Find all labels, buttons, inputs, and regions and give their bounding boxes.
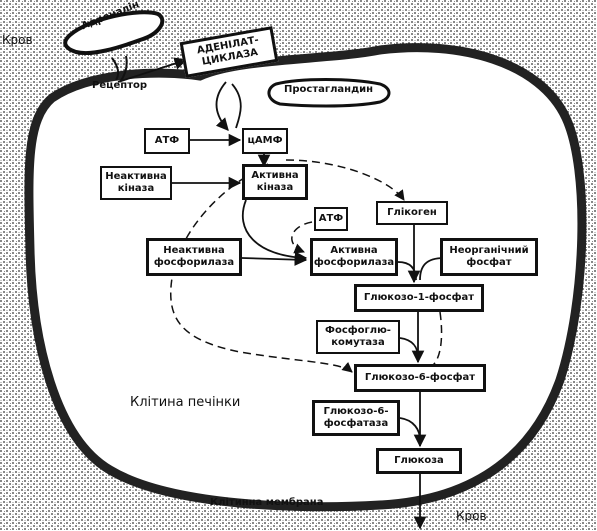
membrane-label: Клітинна мембрана [210,497,324,508]
adrenaline-molecule [63,10,165,56]
active-phosphorylase-box: Активна фосфорилаза [310,238,398,276]
dashed-kinase-loop [170,163,353,373]
pathway-arrows [117,57,445,530]
receptor-label: Рецептор [92,80,148,91]
arrow-kinase-to-phosphorylase [241,199,308,264]
glucose-box: Глюкоза [376,448,462,474]
glycogen-box: Глікоген [376,201,448,225]
inactive-kinase-box: Неактивна кіназа [100,166,172,200]
camp-box: цАМФ [242,128,288,154]
cell-membrane-outer [24,43,587,512]
dashed-atp-to-phosphorylase [291,221,313,254]
line-cyclase-loop [231,83,242,129]
inactive-phosphorylase-box: Неактивна фосфорилаза [146,238,242,276]
atp-box-2: АТФ [314,207,348,231]
glucose-6-phosphate-box: Глюкозо-6-фосфат [354,364,486,392]
prostaglandin-blob [267,78,391,108]
glucose-1-phosphate-box: Глюкозо-1-фосфат [354,284,484,312]
cell-label: Клітина печінки [130,395,241,410]
glucose-6-phosphatase-box: Глюкозо-6- фосфатаза [312,400,400,436]
inorganic-phosphate-box: Неорганічний фосфат [440,238,538,276]
active-kinase-box: Активна кіназа [242,164,308,200]
line-mutase-join [399,337,419,359]
line-phosphate-join [419,257,445,281]
line-phosphorylase-join [397,261,417,281]
blood-label-top: Кров [2,33,33,47]
arrow-cyclase-to-camp [215,81,229,131]
arrow-inactive-to-active-phosphorylase [241,253,308,266]
blood-label-bottom: Кров [456,509,487,523]
line-phosphatase-join [399,417,421,441]
dashed-kinase-to-glycogen [285,159,405,201]
prostaglandin-label: Простагландин [284,84,374,95]
atp-box-1: АТФ [144,128,190,154]
phosphoglucomutase-box: Фосфоглю- комутаза [316,320,400,354]
cell-membrane-inner [41,60,569,495]
arrow-receptor-to-cyclase [117,57,188,83]
